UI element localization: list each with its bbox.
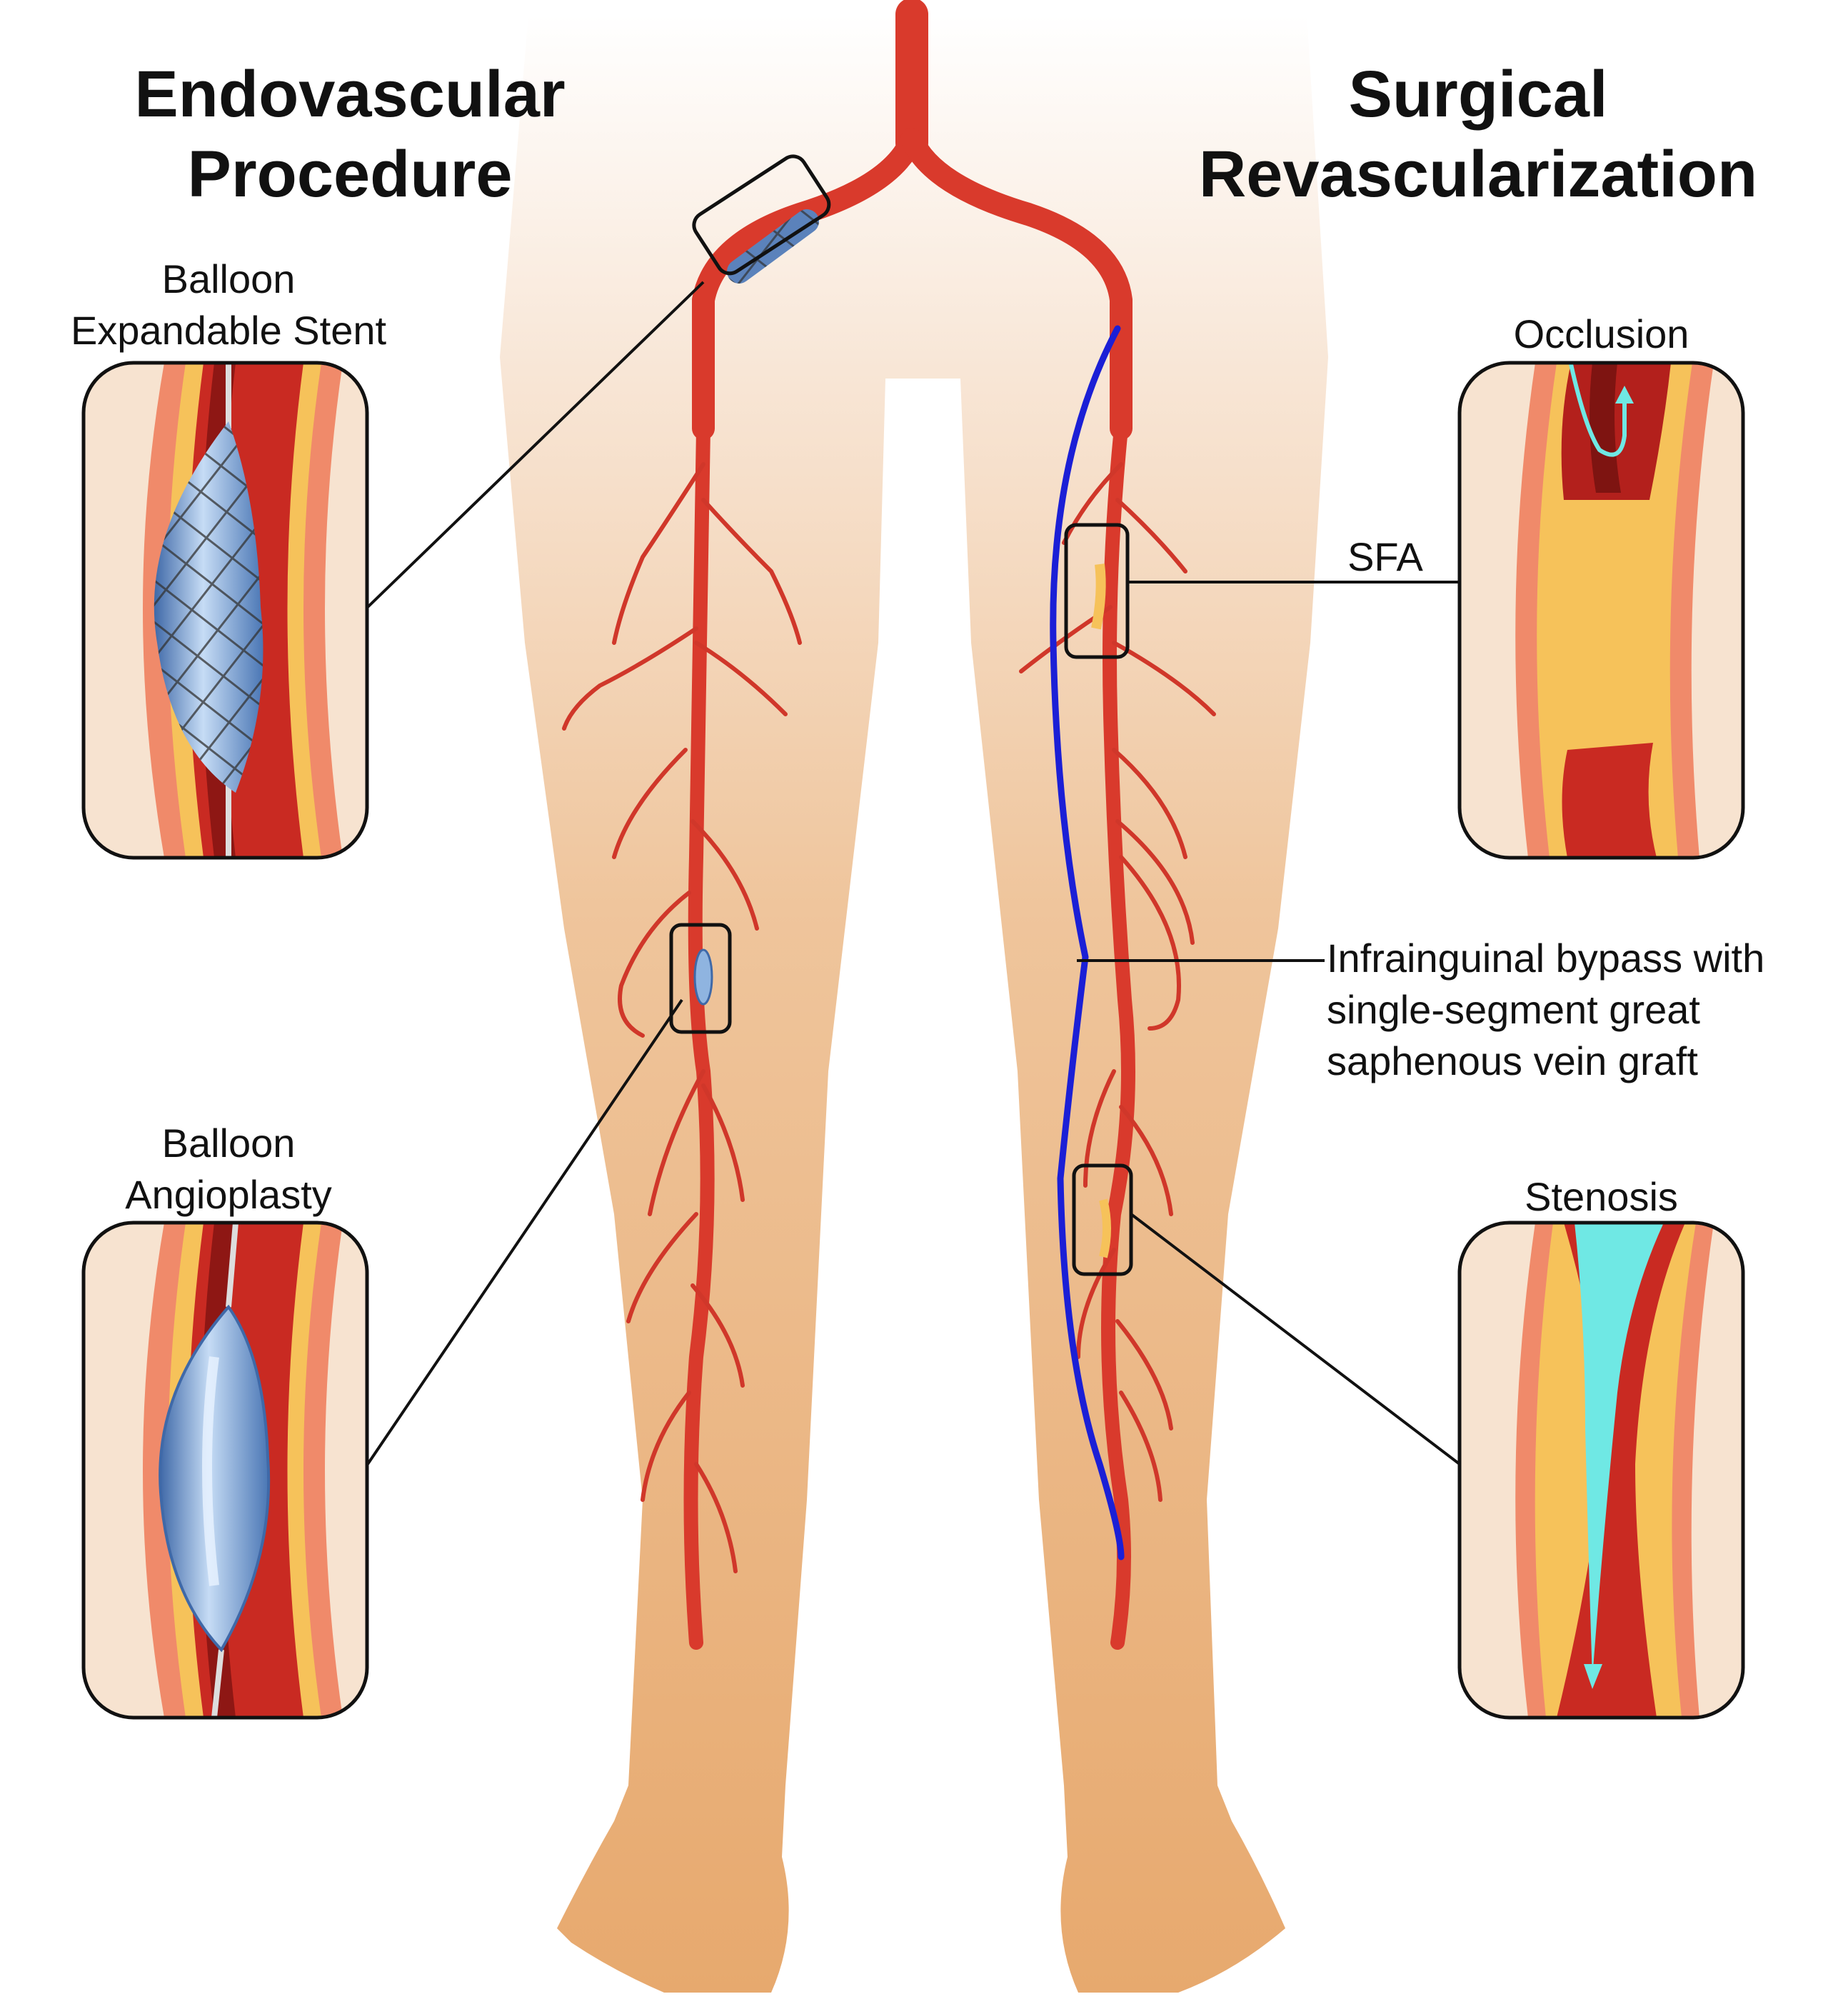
stent-inset-panel <box>84 363 367 858</box>
bypass-label: Infrainguinal bypass with single-segment… <box>1327 933 1827 1087</box>
left-heading-line-2: Procedure <box>107 134 593 214</box>
stenosis-label: Stenosis <box>1460 1171 1743 1223</box>
stent-label-line-1: Balloon <box>29 254 428 305</box>
sfa-occlusion-mini <box>1096 564 1101 628</box>
angioplasty-inset-panel <box>84 1223 367 1718</box>
right-heading-line-1: Surgical <box>1171 54 1785 134</box>
occlusion-label: Occlusion <box>1460 309 1743 360</box>
bypass-label-line-1: Infrainguinal bypass with <box>1327 933 1827 984</box>
right-heading: Surgical Revascularization <box>1171 54 1785 214</box>
bypass-label-line-2: single-segment great <box>1327 984 1827 1036</box>
left-heading-line-1: Endovascular <box>107 54 593 134</box>
legs-silhouette <box>500 14 1328 1993</box>
stenosis-mini <box>1103 1200 1107 1257</box>
stent-label-line-2: Expandable Stent <box>29 305 428 356</box>
angioplasty-label-line-1: Balloon <box>71 1118 386 1169</box>
left-heading: Endovascular Procedure <box>107 54 593 214</box>
angioplasty-label-line-2: Angioplasty <box>71 1169 386 1221</box>
sfa-label: SFA <box>1328 531 1442 583</box>
stent-label: Balloon Expandable Stent <box>29 254 428 356</box>
angioplasty-label: Balloon Angioplasty <box>71 1118 386 1221</box>
knee-balloon-mini <box>695 950 712 1004</box>
right-heading-line-2: Revascularization <box>1171 134 1785 214</box>
occlusion-inset-panel <box>1460 363 1743 858</box>
bypass-label-line-3: saphenous vein graft <box>1327 1036 1827 1087</box>
crotch-gap <box>885 379 960 1164</box>
stenosis-inset-panel <box>1460 1223 1743 1718</box>
